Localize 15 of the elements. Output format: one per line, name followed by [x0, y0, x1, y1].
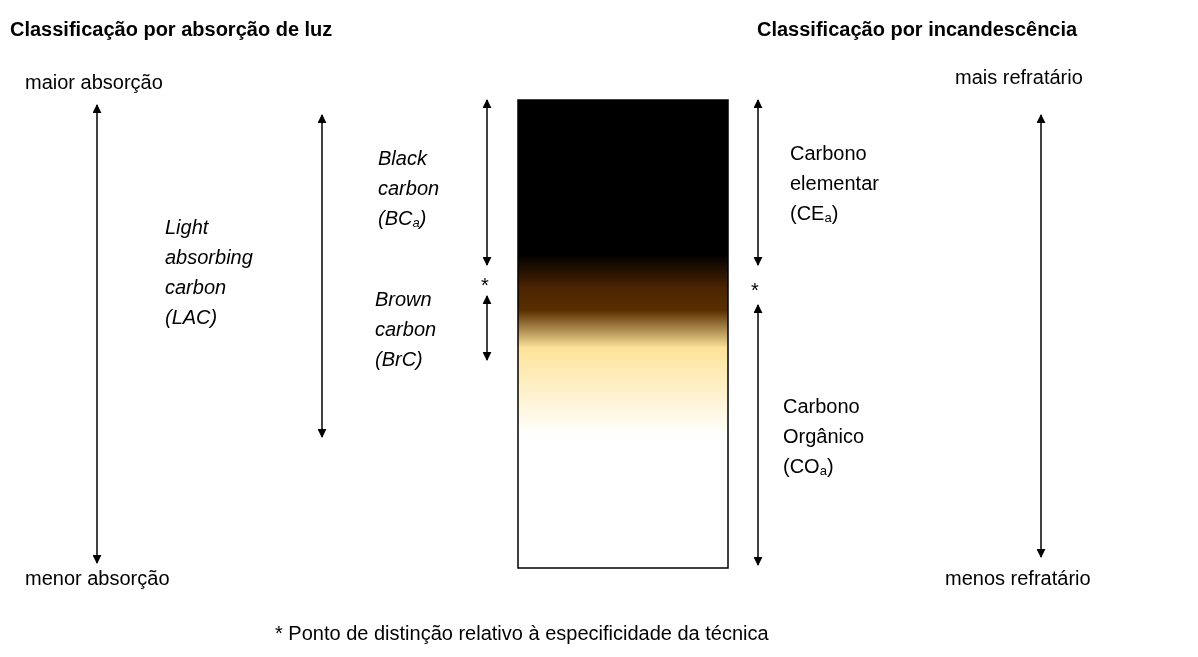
- footnote: * Ponto de distinção relativo à especificidade da técnica: [275, 621, 769, 646]
- axis-label: menos refratário: [945, 566, 1091, 591]
- category-label: Black carbon (BC$_{a}$): [378, 146, 441, 232]
- axis-label: menor absorção: [25, 566, 170, 591]
- category-label: Carbono elementar (CE$_{a}$): [790, 141, 880, 227]
- asterisk-mark: *: [481, 273, 489, 298]
- heading: Classificação por incandescência: [757, 17, 1078, 42]
- asterisk-mark: *: [751, 278, 759, 303]
- category-label: Light absorbing carbon (LAC): [165, 215, 254, 330]
- axis-label: mais refratário: [955, 65, 1083, 90]
- category-label: Carbono Orgânico (CO$_{a}$): [783, 394, 866, 480]
- heading: Classificação por absorção de luz: [10, 17, 333, 42]
- gradient-bar: [517, 99, 729, 569]
- category-label: Brown carbon (BrC): [375, 287, 438, 372]
- axis-label: maior absorção: [25, 70, 163, 95]
